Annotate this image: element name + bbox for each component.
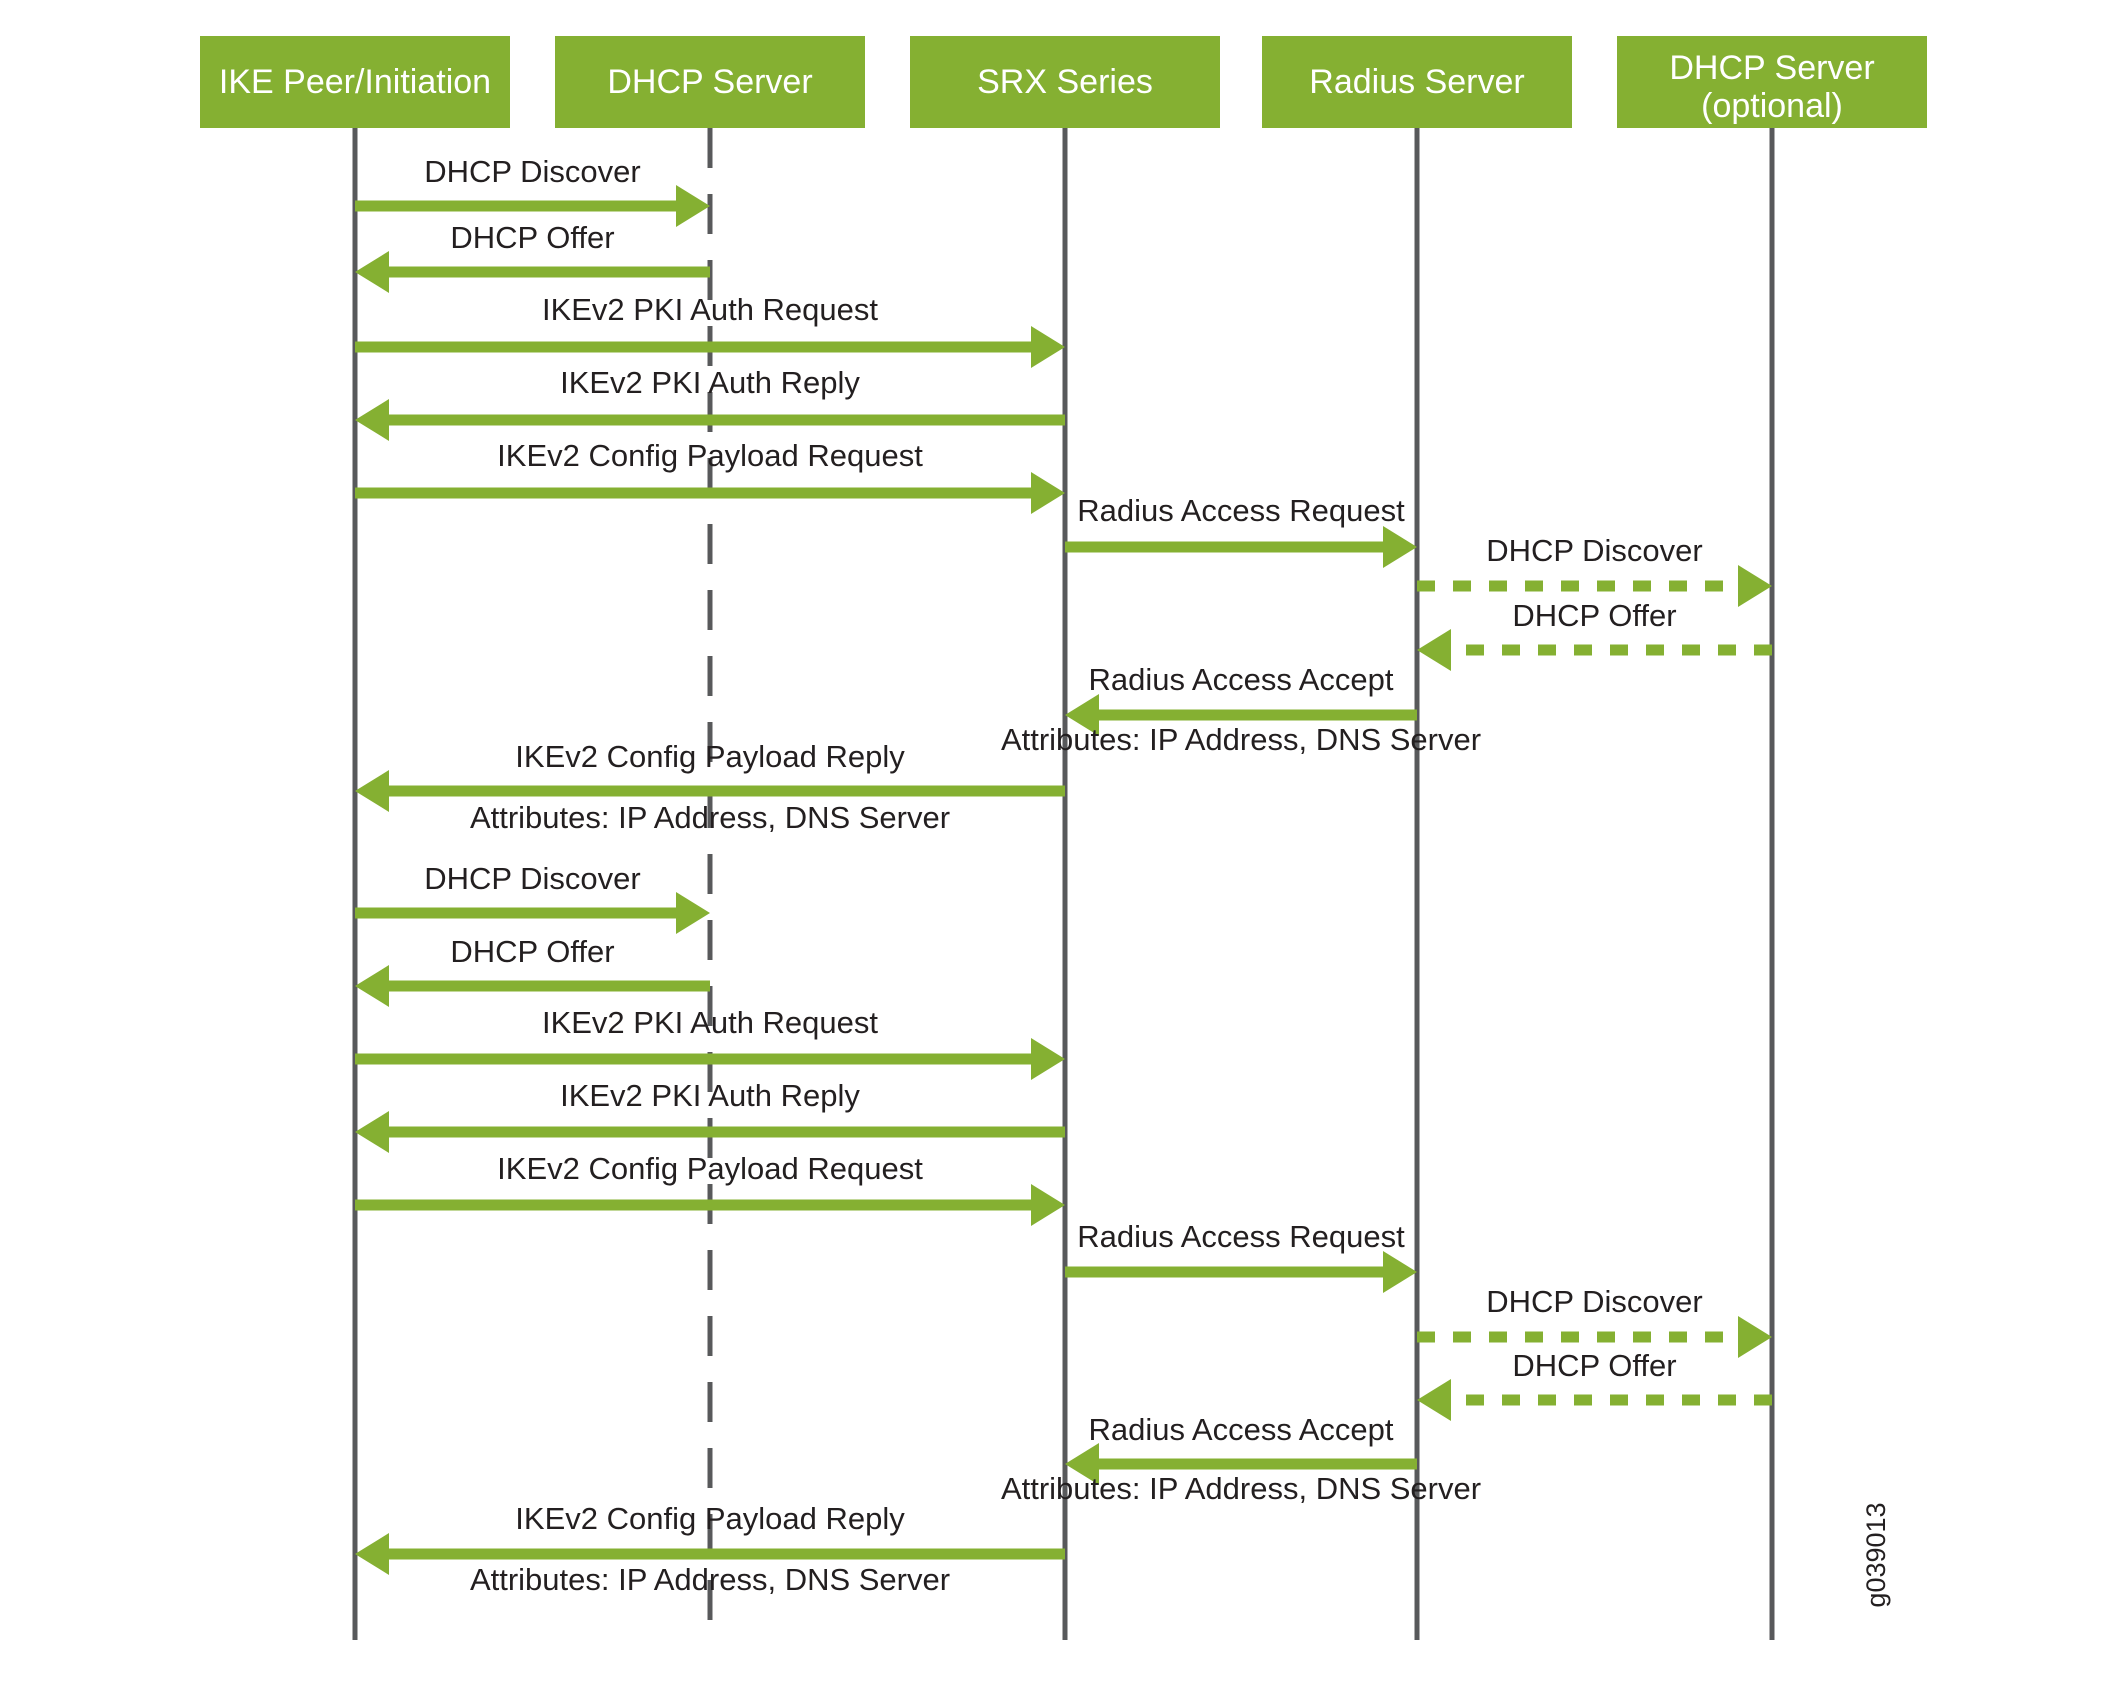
arrow-head — [1417, 629, 1451, 671]
message-label: IKEv2 PKI Auth Request — [542, 1005, 878, 1040]
lane-header-ike: IKE Peer/Initiation — [200, 36, 510, 128]
watermark-layer: g039013 — [1861, 1502, 1891, 1607]
lane-header-label: SRX Series — [977, 63, 1153, 101]
arrow-head — [1031, 326, 1065, 368]
message-label: DHCP Offer — [1512, 598, 1676, 633]
arrow-head — [1383, 526, 1417, 568]
message-m07: DHCP Discover — [1417, 533, 1772, 607]
message-m06: Radius Access Request — [1065, 493, 1417, 568]
message-label: DHCP Offer — [450, 220, 614, 255]
message-m18: DHCP Offer — [1417, 1348, 1772, 1421]
arrow-head — [355, 770, 389, 812]
message-m08: DHCP Offer — [1417, 598, 1772, 671]
lane-header-srx: SRX Series — [910, 36, 1220, 128]
arrow-head — [1417, 1379, 1451, 1421]
message-m11: DHCP Discover — [355, 861, 710, 934]
arrow-head — [355, 1111, 389, 1153]
lifelines-layer — [352, 128, 1775, 1640]
lane-header-label: Radius Server — [1309, 63, 1524, 101]
message-label: IKEv2 Config Payload Request — [497, 438, 923, 473]
lane-header-box — [1262, 36, 1572, 128]
message-sublabel: Attributes: IP Address, DNS Server — [1001, 1471, 1481, 1506]
lane-header-radius: Radius Server — [1262, 36, 1572, 128]
arrow-head — [355, 251, 389, 293]
message-m02: DHCP Offer — [355, 220, 710, 293]
lane-header-label: DHCP Server — [607, 63, 812, 101]
message-label: DHCP Discover — [1486, 1284, 1702, 1319]
message-label: IKEv2 Config Payload Reply — [515, 739, 905, 774]
arrow-head — [1031, 1184, 1065, 1226]
message-label: Radius Access Accept — [1089, 1412, 1394, 1447]
message-label: Radius Access Request — [1077, 1219, 1405, 1254]
message-label: IKEv2 Config Payload Request — [497, 1151, 923, 1186]
arrow-head — [676, 892, 710, 934]
lane-header-dhcp: DHCP Server — [555, 36, 865, 128]
arrow-head — [1383, 1251, 1417, 1293]
arrow-head — [1738, 1316, 1772, 1358]
arrow-head — [1031, 472, 1065, 514]
message-sublabel: Attributes: IP Address, DNS Server — [470, 800, 950, 835]
message-m16: Radius Access Request — [1065, 1219, 1417, 1293]
arrow-head — [1738, 565, 1772, 607]
message-label: DHCP Discover — [424, 861, 640, 896]
lane-header-label: IKE Peer/Initiation — [219, 63, 491, 101]
message-label: IKEv2 Config Payload Reply — [515, 1501, 905, 1536]
arrow-head — [355, 399, 389, 441]
arrow-head — [1031, 1038, 1065, 1080]
message-label: IKEv2 PKI Auth Request — [542, 292, 878, 327]
message-label: DHCP Offer — [1512, 1348, 1676, 1383]
headers-layer: IKE Peer/Initiation DHCP Server SRX Series… — [200, 36, 1927, 128]
message-m04: IKEv2 PKI Auth Reply — [355, 365, 1065, 441]
message-label: IKEv2 PKI Auth Reply — [560, 365, 860, 400]
message-sublabel: Attributes: IP Address, DNS Server — [470, 1562, 950, 1597]
arrow-head — [676, 185, 710, 227]
message-m05: IKEv2 Config Payload Request — [355, 438, 1065, 514]
message-m17: DHCP Discover — [1417, 1284, 1772, 1358]
message-label: DHCP Discover — [424, 154, 640, 189]
lane-header-label: DHCP Server — [1669, 49, 1874, 87]
message-label: Radius Access Request — [1077, 493, 1405, 528]
message-m14: IKEv2 PKI Auth Reply — [355, 1078, 1065, 1153]
message-m12: DHCP Offer — [355, 934, 710, 1007]
lane-header-box — [1617, 36, 1927, 128]
message-label: IKEv2 PKI Auth Reply — [560, 1078, 860, 1113]
arrow-head — [355, 965, 389, 1007]
lane-header-box — [200, 36, 510, 128]
lane-header-label-line2: (optional) — [1701, 87, 1843, 125]
message-m13: IKEv2 PKI Auth Request — [355, 1005, 1065, 1080]
watermark-label: g039013 — [1861, 1502, 1891, 1607]
arrow-head — [355, 1533, 389, 1575]
lane-header-dhcp_opt: DHCP Server(optional) — [1617, 36, 1927, 128]
arrow-head — [1065, 1443, 1099, 1485]
lane-header-box — [910, 36, 1220, 128]
message-label: DHCP Offer — [450, 934, 614, 969]
message-m15: IKEv2 Config Payload Request — [355, 1151, 1065, 1226]
message-m03: IKEv2 PKI Auth Request — [355, 292, 1065, 368]
lane-header-box — [555, 36, 865, 128]
message-label: Radius Access Accept — [1089, 662, 1394, 697]
message-m01: DHCP Discover — [355, 154, 710, 227]
message-sublabel: Attributes: IP Address, DNS Server — [1001, 722, 1481, 757]
arrow-head — [1065, 694, 1099, 736]
message-label: DHCP Discover — [1486, 533, 1702, 568]
